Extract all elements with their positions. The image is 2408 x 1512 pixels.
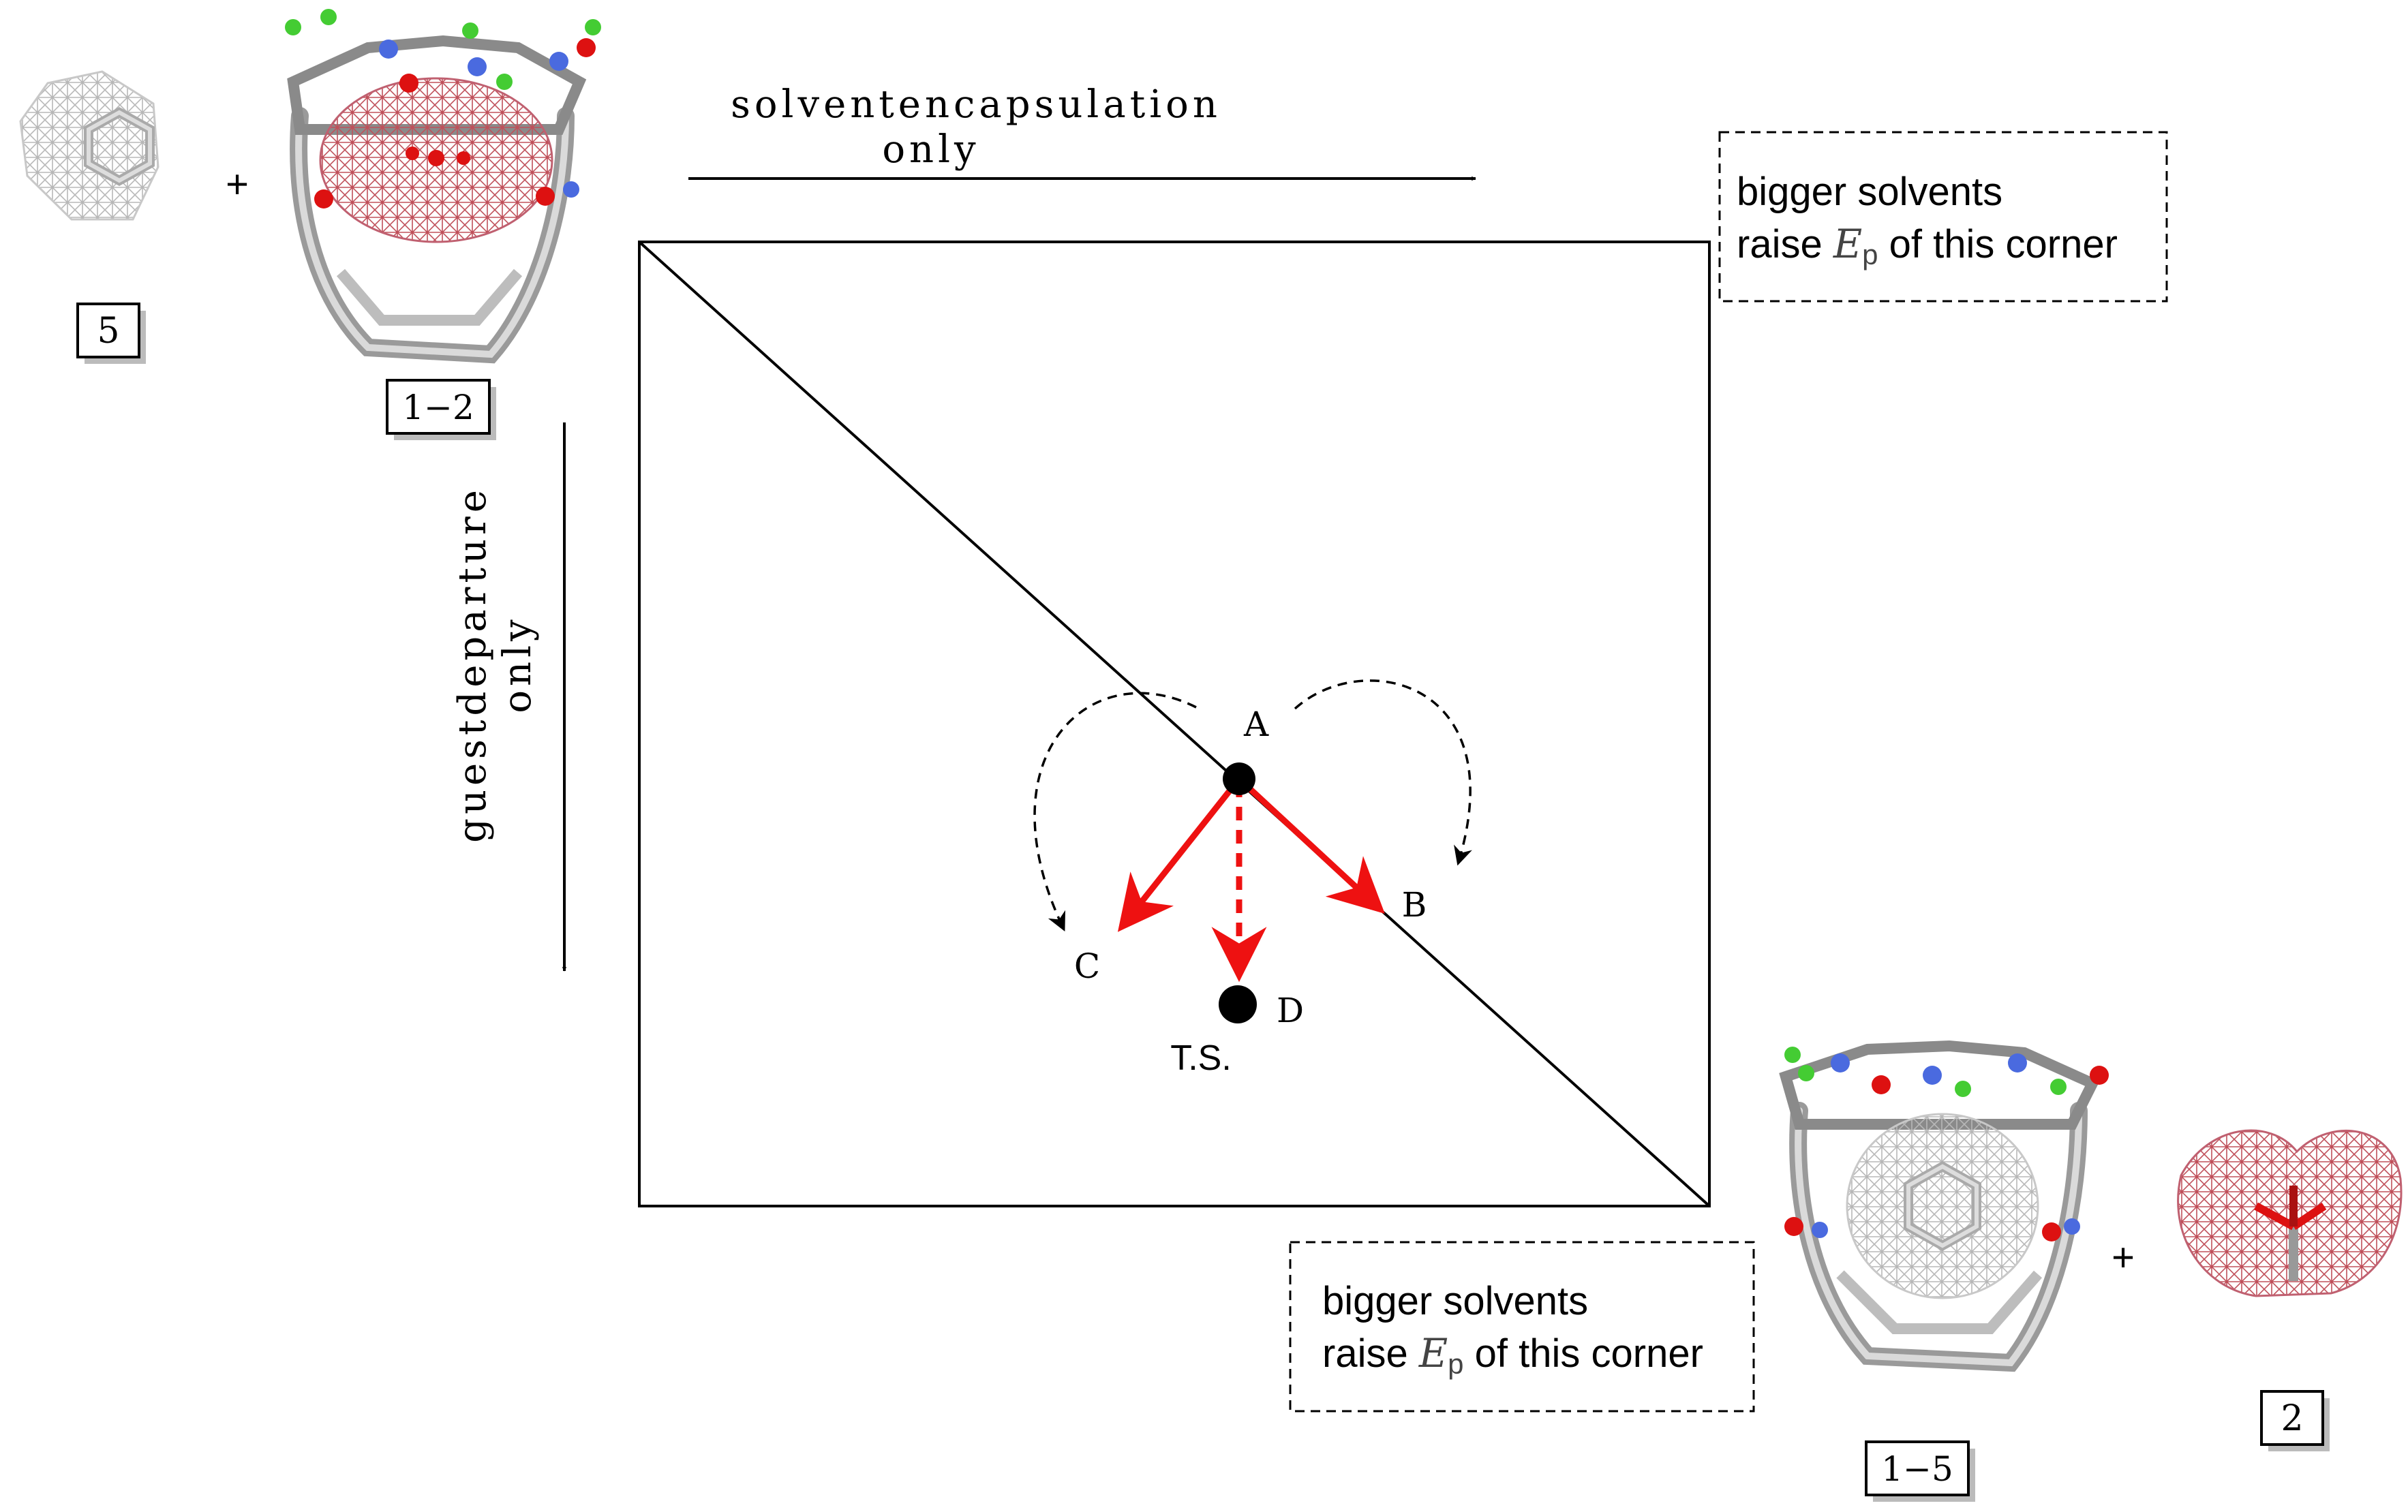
curved-arrow-to-c xyxy=(1033,692,1197,932)
ep-subscript: p xyxy=(1862,238,1878,271)
note-top-right-line2: raise Ep of this corner xyxy=(1737,218,2118,281)
complex-1-2-structure xyxy=(285,9,601,364)
point-d-marker xyxy=(1219,985,1257,1023)
ep-subscript: p xyxy=(1448,1348,1464,1380)
note-top-right-pre: raise xyxy=(1737,222,1833,266)
landscape-diagonal xyxy=(638,241,1711,1207)
departure-label-line1: guestdeparture xyxy=(451,486,495,843)
ep-symbol: E xyxy=(1833,221,1863,267)
note-bottom-left-box xyxy=(1289,1241,1755,1413)
point-b-label: B xyxy=(1402,885,1427,925)
point-d-label: D xyxy=(1277,991,1304,1030)
transition-state-label: T.S. xyxy=(1170,1038,1232,1078)
note-top-right-line1: bigger solvents xyxy=(1737,170,2003,214)
ep-symbol: E xyxy=(1418,1330,1448,1376)
note-top-right-box xyxy=(1718,131,2168,303)
path-a-to-b xyxy=(1236,776,1385,914)
label-2: 2 xyxy=(2281,1398,2303,1439)
curved-arrow-to-b xyxy=(1294,679,1472,866)
encapsulation-label-line2: only xyxy=(882,127,979,172)
note-bottom-left-line2: raise Ep of this corner xyxy=(1322,1327,1703,1390)
guest-5-mesh xyxy=(19,70,159,221)
point-a-marker xyxy=(1223,762,1255,795)
solvent-2-mesh xyxy=(2177,1129,2403,1297)
departure-label-line2: only xyxy=(496,615,540,713)
note-top-right: bigger solvents raise Ep of this corner xyxy=(1737,166,2118,281)
label-1-2-box xyxy=(386,379,491,435)
note-bottom-left-line1: bigger solvents xyxy=(1322,1279,1589,1323)
note-bottom-left-post: of this corner xyxy=(1463,1331,1703,1376)
label-1-2: 1−2 xyxy=(402,388,474,427)
label-1-5: 1−5 xyxy=(1881,1449,1953,1489)
point-c-label: C xyxy=(1074,946,1100,986)
label-5: 5 xyxy=(97,311,119,352)
label-2-box xyxy=(2260,1390,2324,1446)
label-1-5-box xyxy=(1865,1440,1970,1496)
plus-sign-2: + xyxy=(2112,1235,2135,1280)
note-bottom-left-pre: raise xyxy=(1322,1331,1419,1376)
path-a-to-c xyxy=(1117,777,1242,932)
note-top-right-post: of this corner xyxy=(1878,222,2118,266)
point-a-label: A xyxy=(1243,705,1269,744)
complex-1-5-structure xyxy=(1779,1040,2109,1372)
landscape-frame xyxy=(638,241,1711,1207)
plus-sign-1: + xyxy=(226,162,249,206)
note-bottom-left: bigger solvents raise Ep of this corner xyxy=(1322,1276,1703,1390)
label-5-box xyxy=(76,303,140,358)
encapsulation-label-line1: solventencapsulation xyxy=(731,82,1221,127)
